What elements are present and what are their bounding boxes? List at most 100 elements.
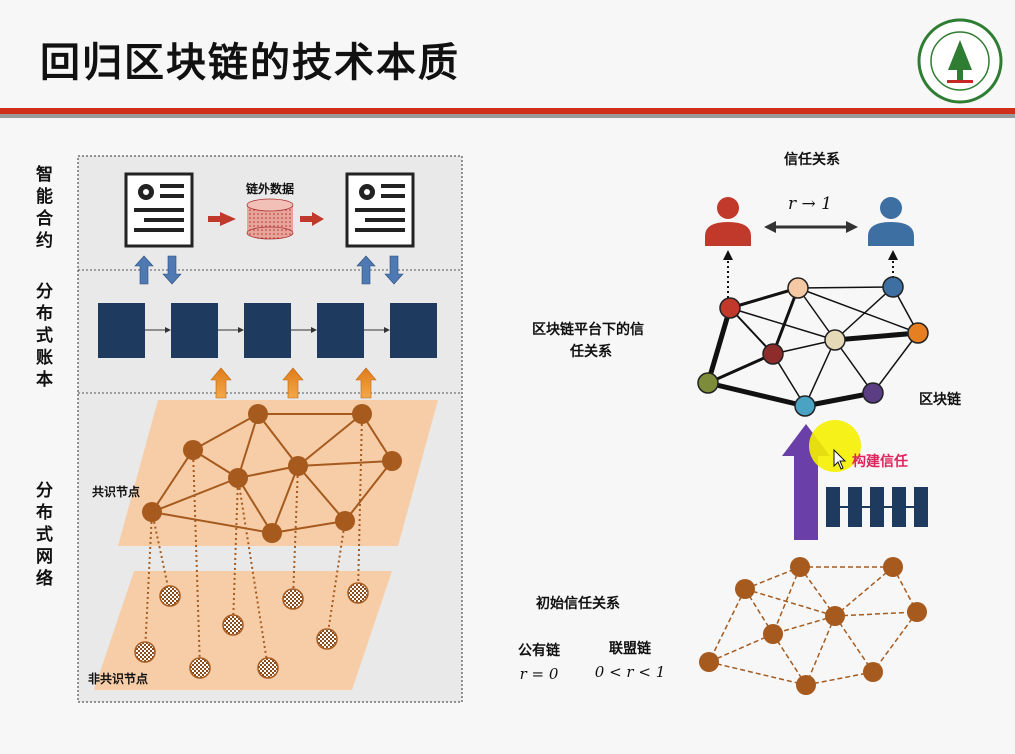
layer-label-char: 式 [36,524,53,545]
initial-trust-link [799,566,836,617]
dotted-link-head [888,250,898,260]
university-seal-icon [917,18,1003,104]
trust-link [729,286,799,310]
contract-ledger-arrows [134,255,404,285]
ledger-link-head [384,327,390,333]
initial-trust-link [708,661,807,686]
trust-relation-label: 信任关系 [784,151,840,168]
consensus-node [288,456,308,476]
trust-link [872,332,919,394]
non-consensus-link [144,511,153,653]
initial-trust-link [872,611,918,673]
trust-link [771,287,800,355]
initial-node [790,557,810,577]
trust-link [797,286,894,289]
blockchain-node [762,343,784,365]
non-consensus-link [151,511,171,597]
non-consensus-node [159,585,181,607]
trust-link [797,287,919,334]
initial-node [735,579,755,599]
layer-label-char: 智 [36,164,53,185]
platform-trust-label: 区块链平台下的信 [532,321,644,338]
chain-blocks [826,487,928,527]
consortium-r-label: 0 < r < 1 [595,663,665,681]
non-consensus-node [189,657,211,679]
trust-link [729,307,836,341]
non-consensus-node [134,641,156,663]
initial-node [907,602,927,622]
blockchain-node [824,329,846,351]
slide-title: 回归区块链的技术本质 [40,40,460,86]
consensus-node [262,523,282,543]
consensus-node-label: 共识节点 [92,484,140,499]
r-arrow-label: r → 1 [788,194,832,214]
consensus-link [297,460,393,467]
consensus-link [151,511,273,534]
trust-link [707,380,806,409]
chain-block [892,487,906,527]
network-ledger-arrows [210,367,377,399]
non-consensus-link [192,449,201,669]
trust-link [834,339,874,394]
layer-label-char: 布 [36,502,53,523]
trust-link [707,352,774,385]
layer-label-char: 约 [36,230,53,251]
blockchain-label: 区块链 [919,391,962,408]
ledger-block [98,303,145,358]
platform-trust-label: 任关系 [569,343,612,360]
consensus-node [335,511,355,531]
consensus-link [344,460,393,522]
consensus-link [192,413,259,451]
ledger-link-head [165,327,171,333]
initial-trust-label: 初始信任关系 [536,595,620,612]
build-trust-label: 构建信任 [852,453,908,470]
non-consensus-node [347,582,369,604]
non-consensus-link [292,465,299,600]
consensus-link [297,465,346,522]
blockchain-node [794,395,816,417]
non-consensus-node [222,614,244,636]
non-consensus-node [257,657,279,679]
trust-link [804,339,836,407]
chain-block [870,487,884,527]
public-chain-label: 公有链 [518,642,561,659]
blockchain-node [862,382,884,404]
layer-label-char: 本 [36,369,53,390]
trust-link [804,390,874,409]
chain-block [914,487,928,527]
initial-node [825,606,845,626]
title-underline [0,108,1015,114]
contract-doc-icon [345,172,415,248]
layer-label-char: 能 [36,186,53,207]
initial-trust-link [834,611,918,617]
layer-label-char: 布 [36,303,53,324]
initial-node [863,662,883,682]
layer-label-char: 网 [36,547,53,567]
initial-trust-link [708,633,774,663]
data-arrow-right [300,212,324,226]
trust-link [834,330,919,343]
initial-trust-link [834,615,874,673]
blockchain-node [787,277,809,299]
ledger-block [317,303,364,358]
consensus-node [382,451,402,471]
chain-block [826,487,840,527]
non-consensus-node [282,588,304,610]
initial-trust-link [834,566,894,617]
contract-doc-icon [124,172,194,248]
initial-trust-link [772,566,801,635]
consensus-node [142,502,162,522]
bidirectional-arrow [764,221,858,233]
ledger-link-head [311,327,317,333]
initial-trust-link [805,671,874,686]
offchain-data-label: 链外数据 [246,181,294,196]
consensus-link [151,449,194,513]
blockchain-node [719,297,741,319]
initial-trust-link [708,588,746,663]
user-icon-blue [868,197,914,246]
consensus-node [183,440,203,460]
consensus-link [297,413,363,467]
chain-block [848,487,862,527]
